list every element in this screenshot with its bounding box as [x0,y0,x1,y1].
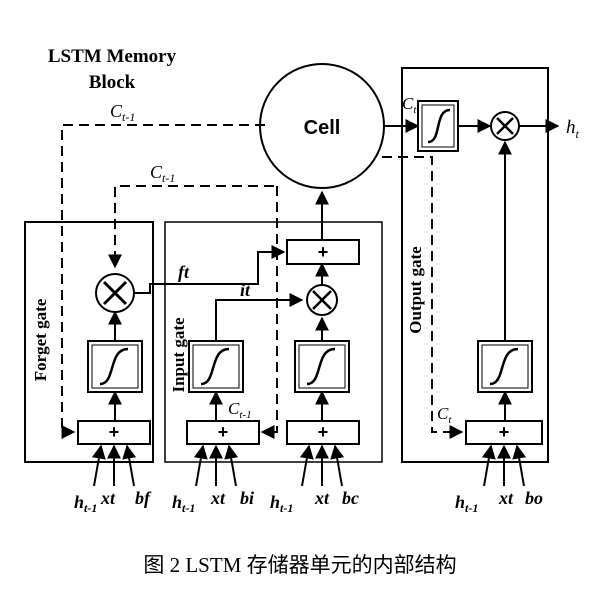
candidate-sigmoid [294,340,350,393]
input-gate-label: Input gate [169,317,188,393]
output-gate-box [401,67,549,463]
input-multiplier [306,284,338,316]
ht-label: ht [566,117,580,141]
input-input-h: ht-1 [172,492,195,515]
cell-input-x: xt [314,488,330,508]
cell-input-b: bc [342,488,359,508]
c-prev-label-2: Ct-1 [150,162,175,185]
c-t-label-1: Ct [402,94,417,116]
forget-multiplier [95,273,135,313]
svg-text:+: + [499,422,510,442]
input-input-b: bi [240,488,254,508]
cell-label: Cell [304,117,341,139]
cell-sum: + [286,239,360,265]
cell-input-h: ht-1 [270,492,293,515]
forget-gate-box [24,221,154,463]
output-sum: + [465,420,543,445]
candidate-sum: + [286,420,360,445]
output-input-b: bo [525,488,543,508]
svg-text:+: + [109,422,120,442]
block-title-line1: LSTM Memory [48,46,177,67]
input-input-x: xt [210,488,226,508]
svg-text:+: + [218,422,229,442]
c-t-label-2: Ct [437,404,452,426]
output-input-h: ht-1 [455,492,478,515]
input-sum: + [186,420,260,445]
it-line [215,293,304,341]
forget-sum: + [77,420,151,445]
input-sigmoid [188,340,244,393]
output-multiplier [490,111,520,141]
c-prev-path-forget [61,124,265,439]
forget-input-x: xt [100,488,116,508]
output-tanh [417,100,459,152]
forget-input-h: ht-1 [74,492,97,515]
c-prev-label-3: Ct-1 [228,399,252,421]
c-t-path-output [382,156,464,439]
svg-text:+: + [318,422,329,442]
forget-gate-label: Forget gate [31,298,50,381]
forget-sigmoid [87,340,143,393]
input-gate-box [164,221,383,463]
output-input-x: xt [498,488,514,508]
c-prev-path-input [260,186,278,439]
forget-input-b: bf [135,488,152,508]
c-prev-path-multiplier [108,185,274,269]
c-prev-label-1: Ct-1 [110,101,135,124]
block-title-line2: Block [89,72,136,93]
output-sigmoid [477,340,533,393]
figure-caption: 图 2 LSTM 存储器单元的内部结构 [143,553,456,577]
it-label: it [240,280,251,300]
svg-text:+: + [318,242,329,262]
ft-label: ft [178,262,190,282]
ft-line [133,245,286,294]
output-gate-label: Output gate [406,246,425,334]
